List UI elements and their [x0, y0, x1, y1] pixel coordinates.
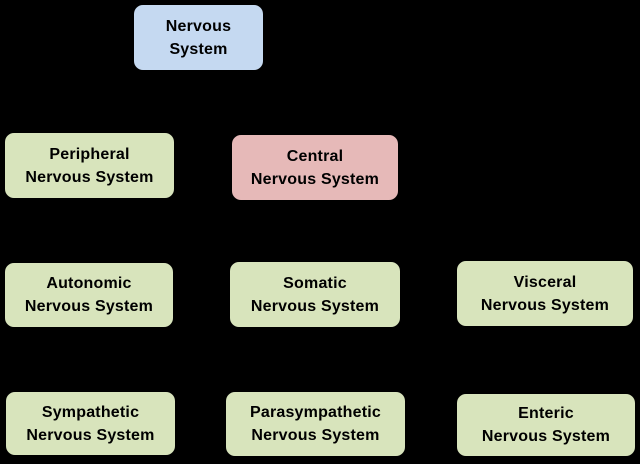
node-label-line1: Central: [286, 147, 344, 165]
node-label-line2: Nervous System: [24, 298, 154, 315]
node-label-line1: Nervous: [165, 17, 232, 35]
node-label-line1: Enteric: [518, 405, 574, 422]
node-visceral-nervous-system: Visceral Nervous System: [455, 259, 635, 328]
node-label-line1: Autonomic: [46, 275, 132, 292]
node-label-line2: Nervous System: [250, 170, 380, 188]
node-label-line2: Nervous System: [250, 297, 380, 315]
node-label-line1: Visceral: [513, 273, 577, 291]
node-label-line1: Parasympathetic: [249, 404, 382, 421]
node-label-line2: Nervous System: [251, 427, 380, 444]
node-label-line2: Nervous System: [26, 426, 155, 444]
node-autonomic-nervous-system: Autonomic Nervous System: [3, 261, 175, 329]
node-label-line1: Sympathetic: [41, 403, 140, 421]
node-nervous-system: Nervous System: [132, 3, 265, 72]
node-parasympathetic-nervous-system: Parasympathetic Nervous System: [224, 390, 407, 458]
node-label-line1: Peripheral: [49, 145, 130, 163]
node-peripheral-nervous-system: Peripheral Nervous System: [3, 131, 176, 200]
node-label-line2: Nervous System: [25, 168, 154, 186]
node-label-line2: Nervous System: [480, 296, 610, 314]
node-central-nervous-system: Central Nervous System: [230, 133, 400, 202]
node-label-line1: Somatic: [283, 274, 347, 292]
node-enteric-nervous-system: Enteric Nervous System: [455, 392, 637, 458]
node-label-line2: System: [169, 40, 228, 58]
node-sympathetic-nervous-system: Sympathetic Nervous System: [4, 390, 177, 457]
node-label-line2: Nervous System: [481, 428, 611, 445]
node-somatic-nervous-system: Somatic Nervous System: [228, 260, 402, 329]
